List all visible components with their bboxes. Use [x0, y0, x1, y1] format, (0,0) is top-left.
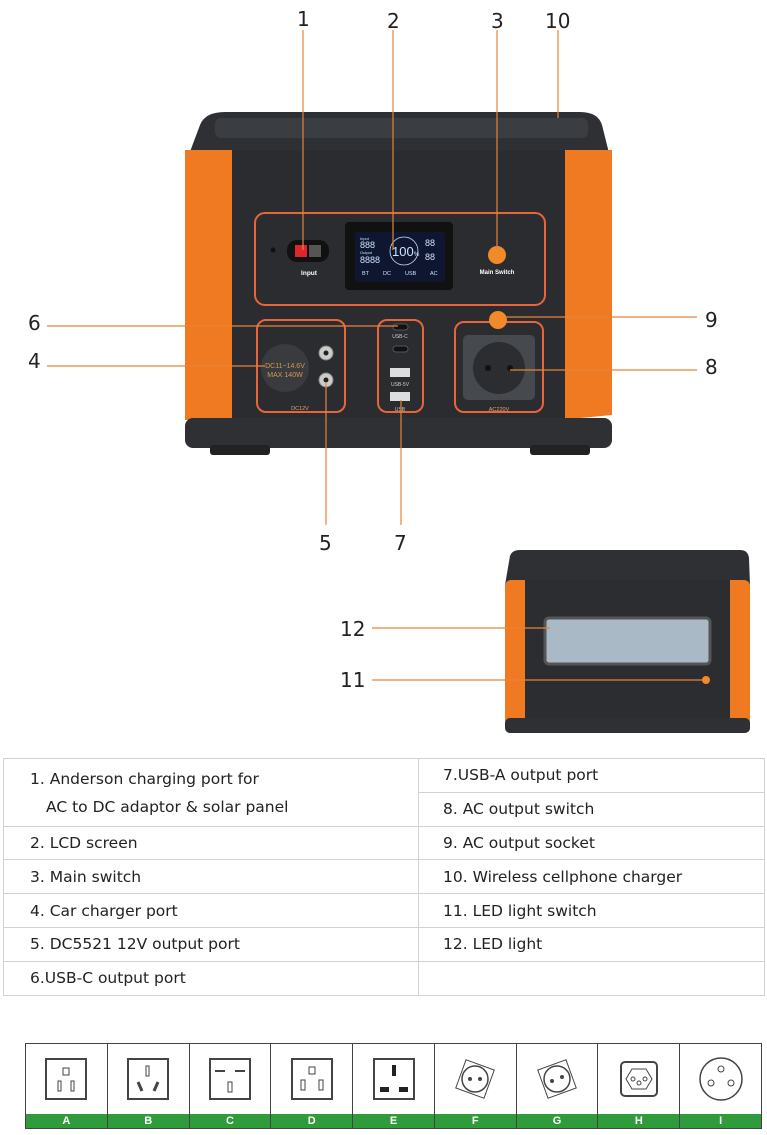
- callout-6: 6: [28, 311, 41, 335]
- led-light-switch[interactable]: [702, 676, 710, 684]
- callout-1: 1: [297, 7, 310, 31]
- lcd-minutes: 88: [425, 252, 435, 262]
- round-socket-icon: [698, 1057, 743, 1101]
- callout-8: 8: [705, 355, 718, 379]
- callout-4: 4: [28, 349, 41, 373]
- usb-c-port-1[interactable]: [392, 323, 409, 331]
- lcd-output-value: 8888: [360, 255, 380, 265]
- socket-label: A: [26, 1114, 107, 1128]
- lcd-percent: 100: [392, 244, 414, 259]
- socket-i: I: [680, 1044, 762, 1128]
- lcd-input-label: Input: [360, 236, 370, 241]
- lcd-percent-unit: %: [414, 252, 420, 258]
- socket-label: F: [434, 1114, 516, 1128]
- au-socket-icon: [127, 1058, 170, 1100]
- main-switch-button[interactable]: [488, 246, 506, 264]
- uk-socket-icon: [372, 1058, 415, 1100]
- socket-label: C: [189, 1114, 271, 1128]
- socket-type-strip: A B C D E F G H I: [25, 1043, 762, 1129]
- socket-g: G: [516, 1044, 599, 1128]
- table-cell-1: 1. Anderson charging port for AC to DC a…: [3, 758, 419, 827]
- swiss-socket-icon: [619, 1061, 658, 1097]
- usb-c-label: USB-C: [392, 334, 408, 340]
- lcd-bt: BT: [362, 271, 370, 277]
- lcd-dc: DC: [383, 271, 391, 277]
- table-cell-7: 7.USB-A output port: [418, 758, 765, 793]
- table-cell-4: 4. Car charger port: [3, 893, 419, 928]
- socket-d: D: [271, 1044, 354, 1128]
- table-cell-3: 3. Main switch: [3, 859, 419, 895]
- power-station-side-view: [372, 550, 750, 733]
- table-cell-12: 12. LED light: [418, 926, 765, 962]
- main-switch-label: Main Switch: [480, 270, 515, 276]
- socket-h: H: [598, 1044, 681, 1128]
- ac220v-label: AC220V: [489, 407, 510, 413]
- multi-socket-icon: [290, 1058, 333, 1100]
- callout-2: 2: [387, 9, 400, 33]
- lcd-hours: 88: [425, 238, 435, 248]
- callout-12: 12: [340, 617, 366, 641]
- table-cell-5: 5. DC5521 12V output port: [3, 926, 419, 962]
- led-light: [543, 616, 712, 666]
- socket-b: B: [107, 1044, 190, 1128]
- item-1-line2: AC to DC adaptor & solar panel: [46, 798, 289, 817]
- table-cell-9: 9. AC output socket: [418, 825, 765, 861]
- usb-c-port-2[interactable]: [392, 345, 409, 353]
- socket-label: D: [271, 1114, 353, 1128]
- lcd-usb: USB: [405, 271, 417, 277]
- socket-label: H: [598, 1114, 680, 1128]
- car-port-line2: MAX 140W: [267, 372, 303, 379]
- power-station-front-view: Input Input 888 Output 8888 100 % 88 88 …: [47, 30, 697, 525]
- usb-a-port-2[interactable]: [390, 392, 410, 401]
- ac-output-switch[interactable]: [489, 311, 507, 329]
- callout-3: 3: [491, 9, 504, 33]
- table-cell-6: 6.USB-C output port: [3, 960, 419, 996]
- socket-label: B: [107, 1114, 189, 1128]
- car-charger-port[interactable]: [261, 344, 309, 392]
- callout-5: 5: [319, 531, 332, 555]
- socket-label: E: [353, 1114, 434, 1128]
- usb-label: USB: [395, 407, 406, 413]
- socket-label: G: [516, 1114, 598, 1128]
- callout-7: 7: [394, 531, 407, 555]
- callout-10: 10: [545, 9, 571, 33]
- callout-11: 11: [340, 668, 366, 692]
- dc12v-label: DC12V: [291, 406, 309, 412]
- socket-e: E: [353, 1044, 435, 1128]
- table-cell-10: 10. Wireless cellphone charger: [418, 859, 765, 895]
- callout-9: 9: [705, 308, 718, 332]
- table-cell-empty: [418, 960, 765, 996]
- lcd-ac: AC: [430, 271, 438, 277]
- table-cell-11: 11. LED light switch: [418, 893, 765, 928]
- input-label: Input: [301, 270, 318, 277]
- lcd-output-label: Output: [360, 250, 373, 255]
- socket-label: I: [680, 1114, 762, 1128]
- socket-f: F: [434, 1044, 517, 1128]
- french-socket-icon: [537, 1059, 577, 1099]
- socket-c: C: [189, 1044, 272, 1128]
- schuko-socket-icon: [455, 1059, 496, 1099]
- car-port-line1: DC11~14.6V: [265, 363, 305, 370]
- table-cell-8: 8. AC output switch: [418, 791, 765, 827]
- item-1-line1: 1. Anderson charging port for: [30, 770, 259, 789]
- us-socket-icon: [45, 1058, 88, 1100]
- ac-output-socket[interactable]: [473, 342, 525, 394]
- usb-5v-label: USB-5V: [391, 382, 410, 388]
- usb-a-port-1[interactable]: [390, 368, 410, 377]
- socket-a: A: [26, 1044, 108, 1128]
- lcd-input-value: 888: [360, 240, 375, 250]
- table-cell-2: 2. LCD screen: [3, 825, 419, 861]
- parts-table: 1. Anderson charging port for AC to DC a…: [3, 758, 765, 996]
- universal-socket-icon: [208, 1058, 251, 1100]
